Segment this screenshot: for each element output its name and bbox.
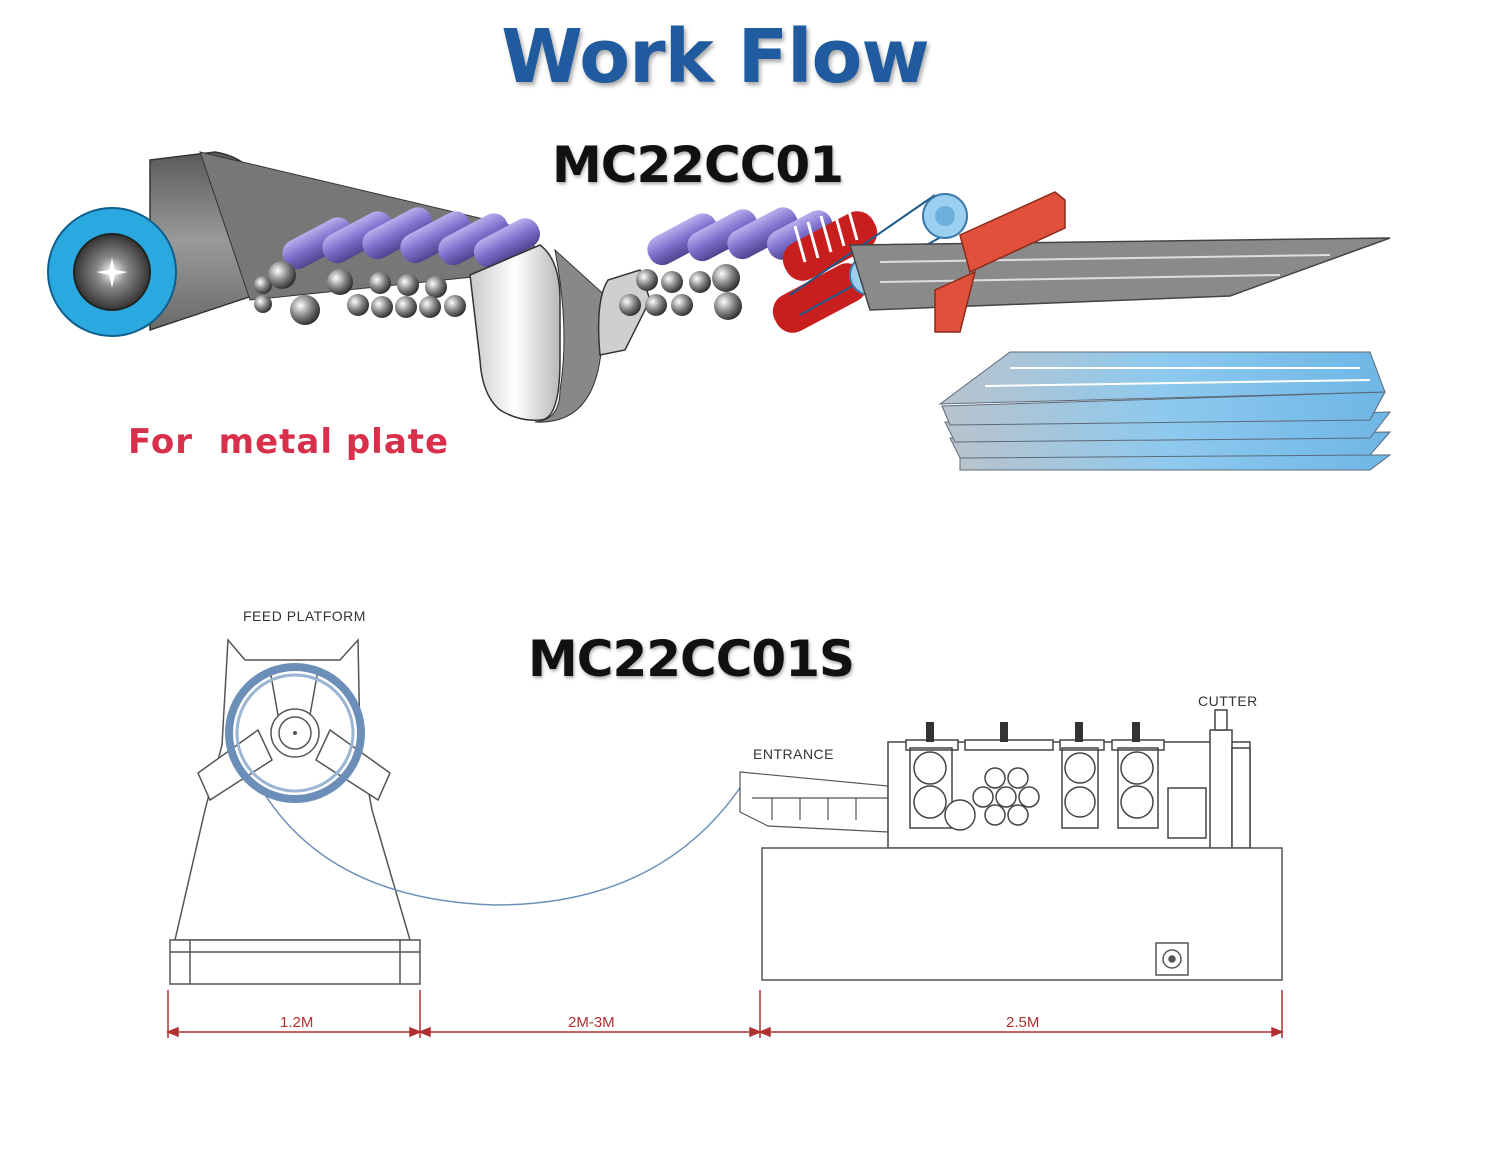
metal-plate-caption: For metal plate: [128, 422, 450, 462]
coil-on-platform: [225, 663, 365, 803]
entrance-label: ENTRANCE: [753, 746, 835, 762]
feed-platform-label: FEED PLATFORM: [243, 608, 366, 624]
leveling-machine-head: [887, 709, 1251, 849]
dimension-feed-platform: 1.2M: [280, 1014, 314, 1031]
output-strip: [848, 237, 1391, 311]
entrance-table: [739, 771, 889, 833]
strip-path: [261, 784, 743, 906]
roller-ends-group-2: [619, 264, 742, 320]
slitting-rollers: [772, 203, 878, 333]
upper-model-label: MC22CC01: [552, 136, 844, 194]
dimension-machine: 2.5M: [1006, 1014, 1040, 1031]
upper-process-diagram: [47, 151, 1392, 471]
adjust-screws: [926, 722, 1140, 742]
sag-loop-sheet: [469, 244, 651, 423]
roller-ends-group-1: [254, 261, 466, 325]
feed-platform-drawing: [169, 638, 421, 985]
diagram-title: Work Flow: [501, 14, 929, 100]
dimension-gap: 2M-3M: [568, 1014, 615, 1031]
lower-model-label: MC22CC01S: [528, 630, 855, 688]
leveling-rollers-group-2: [647, 207, 834, 266]
cut-plates-stack: [938, 351, 1392, 471]
shear-cutter: [934, 191, 1066, 333]
leveling-rollers-group-1: [282, 207, 541, 270]
material-coil: [47, 207, 177, 337]
machine-base: [761, 847, 1283, 981]
dimension-lines: [165, 990, 1285, 1038]
cutter-label: CUTTER: [1198, 693, 1258, 709]
